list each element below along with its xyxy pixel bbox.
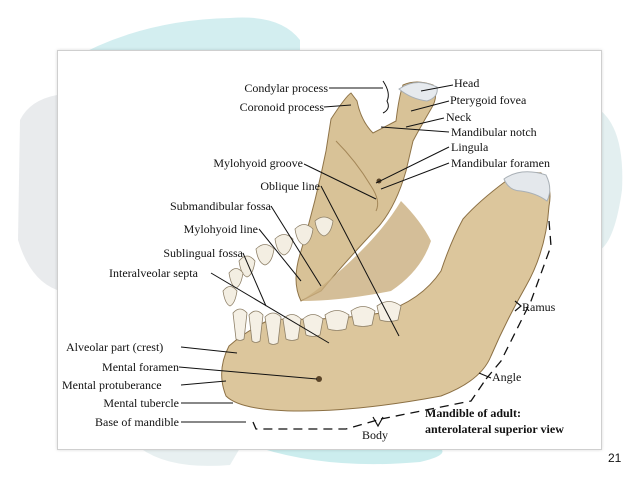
label-angle: Angle xyxy=(492,370,522,384)
label-condylar-process: Condylar process xyxy=(244,81,328,95)
label-alveolar-part: Alveolar part (crest) xyxy=(66,340,164,354)
figure-caption-line1: Mandible of adult: xyxy=(425,406,522,420)
label-coronoid-process: Coronoid process xyxy=(239,100,324,114)
label-base-of-mandible: Base of mandible xyxy=(95,415,179,429)
label-ramus: Ramus xyxy=(522,300,556,314)
label-pterygoid-fovea: Pterygoid fovea xyxy=(450,93,527,107)
label-mylohyoid-groove: Mylohyoid groove xyxy=(213,156,303,170)
slide-page-number: 21 xyxy=(608,451,622,465)
label-submandibular-fossa: Submandibular fossa xyxy=(170,199,271,213)
label-sublingual-fossa: Sublingual fossa xyxy=(163,246,243,260)
label-neck: Neck xyxy=(446,110,472,124)
mandible-illustration xyxy=(178,80,552,430)
label-oblique-line: Oblique line xyxy=(260,179,320,193)
figure-panel: Condylar process Coronoid process Head P… xyxy=(57,50,602,450)
label-mental-foramen: Mental foramen xyxy=(102,360,179,374)
label-head: Head xyxy=(454,76,480,90)
label-lingula: Lingula xyxy=(451,140,489,154)
figure-caption-line2: anterolateral superior view xyxy=(425,422,564,436)
label-mandibular-foramen: Mandibular foramen xyxy=(451,156,550,170)
label-body: Body xyxy=(362,428,389,442)
label-interalveolar-septa: Interalveolar septa xyxy=(109,266,198,280)
label-mandibular-notch: Mandibular notch xyxy=(451,125,537,139)
label-mental-protuberance: Mental protuberance xyxy=(62,378,162,392)
label-mental-tubercle: Mental tubercle xyxy=(103,396,179,410)
label-mylohyoid-line: Mylohyoid line xyxy=(183,222,258,236)
